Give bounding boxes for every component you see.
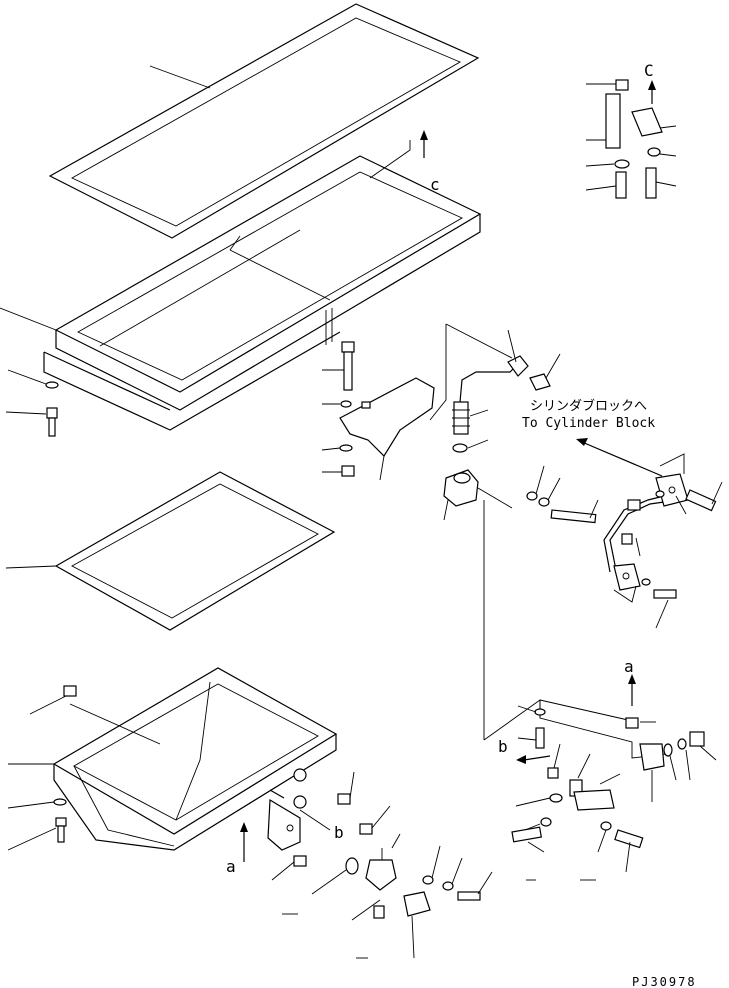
drawing-code: PJ30978 — [632, 975, 697, 988]
union-washers — [526, 465, 561, 507]
bracket-bolt — [322, 341, 355, 391]
bracket-washer-2 — [321, 444, 353, 452]
pan-bracket — [267, 768, 307, 851]
pressure-sensor — [452, 367, 515, 435]
pan-plug-2 — [271, 855, 307, 881]
view-b-label-left: b — [334, 823, 344, 842]
right-stack — [625, 717, 717, 781]
view-a-arrow-right: a — [624, 657, 636, 706]
view-a-label-left: a — [226, 857, 236, 876]
pan-nut-1 — [337, 771, 355, 805]
pan-oring — [311, 857, 359, 895]
view-c-label-top: C — [644, 61, 654, 80]
sensor-bolt — [529, 353, 561, 391]
note-english: To Cylinder Block — [522, 416, 655, 431]
pan-nut-2 — [359, 805, 391, 835]
drain-washers — [422, 845, 463, 891]
drain-plug-bottom — [282, 905, 385, 959]
middle-gasket — [5, 471, 336, 631]
drain-fitting — [403, 891, 431, 959]
pan-bolt — [7, 817, 67, 851]
tee-block — [443, 469, 541, 741]
right-hardware — [511, 705, 644, 881]
oil-pan — [8, 667, 338, 851]
view-c-label: c — [430, 175, 440, 194]
spacer-frame — [0, 155, 482, 431]
flange-bolts — [641, 481, 723, 629]
view-b-arrow-right: b — [498, 737, 551, 764]
pipe-bracket — [339, 377, 435, 481]
pipe-flange-top — [655, 453, 689, 507]
cylinder-block-note: シリンダブロックへ To Cylinder Block — [522, 398, 663, 477]
pan-washer — [7, 798, 67, 809]
view-a-arrow-left: a — [226, 822, 248, 876]
view-c-arrow: c — [369, 130, 440, 194]
drain-plug — [29, 685, 77, 715]
view-a-label-right: a — [624, 657, 634, 676]
cylinder-pipe — [603, 495, 665, 573]
c-detail: C — [585, 61, 677, 199]
note-japanese: シリンダブロックへ — [530, 398, 647, 414]
pipe-flange-bottom — [613, 563, 641, 603]
bracket-nut — [322, 465, 355, 477]
right-bracket — [539, 699, 667, 802]
drain-bolt — [457, 871, 493, 901]
sensor-oring — [452, 439, 489, 453]
left-bolt — [5, 407, 58, 437]
sensor-fitting — [429, 323, 529, 421]
top-gasket — [48, 3, 480, 239]
view-b-label-left-group: b — [299, 809, 344, 842]
bracket-washer — [322, 400, 352, 408]
view-b-label-right: b — [498, 737, 508, 756]
union-bolt — [550, 499, 599, 524]
drain-valve — [351, 833, 401, 921]
left-washer — [7, 369, 59, 389]
